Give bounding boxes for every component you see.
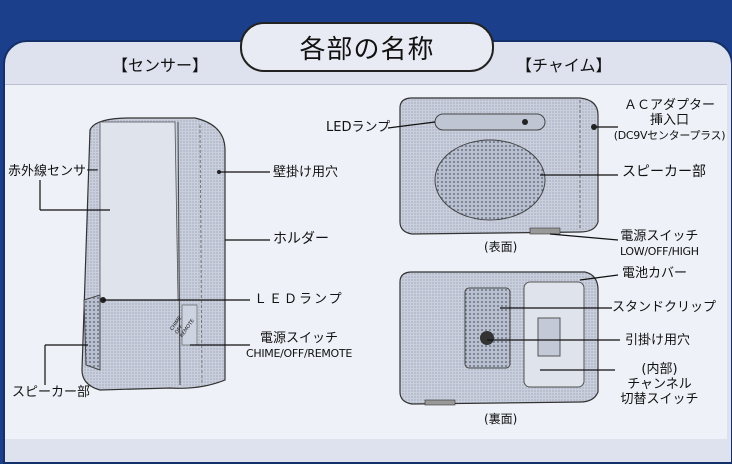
channel-switch-label: (内部) チャンネル 切替スイッチ	[612, 362, 707, 407]
leader-lines	[39, 121, 620, 385]
sensor-power-switch-label: 電源スイッチ CHIME/OFF/REMOTE	[246, 331, 352, 361]
front-caption: (表面)	[484, 240, 518, 254]
wall-hole-label: 壁掛け用穴	[273, 165, 339, 180]
ir-sensor-label: 赤外線センサー	[8, 164, 100, 179]
sensor-heading: 【センサー】	[112, 56, 209, 75]
holder-label: ホルダー	[273, 231, 329, 247]
page-title: 各部の名称	[240, 22, 494, 72]
sensor-switch	[181, 304, 198, 346]
chime-heading: 【チャイム】	[516, 56, 612, 75]
chime-front-device	[399, 97, 599, 235]
back-caption: (裏面)	[484, 412, 518, 426]
ac-adapter-spec-text: (DC9Vセンタープラス)	[613, 129, 726, 142]
power-switch-modes: LOW/OFF/HIGH	[620, 245, 699, 258]
power-switch-text: 電源スイッチ	[620, 229, 699, 244]
ac-adapter-label: ＡＣアダプター 挿入口 (DC9Vセンタープラス)	[612, 98, 727, 143]
ac-adapter-port-text: 挿入口	[649, 113, 689, 128]
chime-power-switch-label: 電源スイッチ LOW/OFF/HIGH	[620, 229, 699, 259]
sensor-speaker-label: スピーカー部	[12, 385, 91, 400]
ac-adapter-text: ＡＣアダプター	[623, 98, 715, 113]
hang-hole-label: 引掛け用穴	[625, 333, 691, 348]
chime-back-device	[399, 271, 599, 406]
sensor-led-label: ＬＥＤランプ	[254, 292, 344, 307]
power-switch-modes: CHIME/OFF/REMOTE	[246, 347, 352, 360]
channel-text: チャンネル	[627, 377, 692, 392]
chime-speaker-label: スピーカー部	[622, 164, 706, 180]
battery-cover-label: 電池カバー	[622, 266, 688, 281]
stand-clip-label: スタンドクリップ	[612, 300, 717, 315]
device-illustrations	[39, 97, 620, 406]
channel-switch-text: 切替スイッチ	[620, 392, 699, 407]
chime-led-label: LEDランプ	[326, 120, 391, 135]
power-switch-text: 電源スイッチ	[259, 331, 338, 346]
channel-inner-text: (内部)	[641, 362, 678, 377]
sensor-device	[81, 117, 226, 391]
